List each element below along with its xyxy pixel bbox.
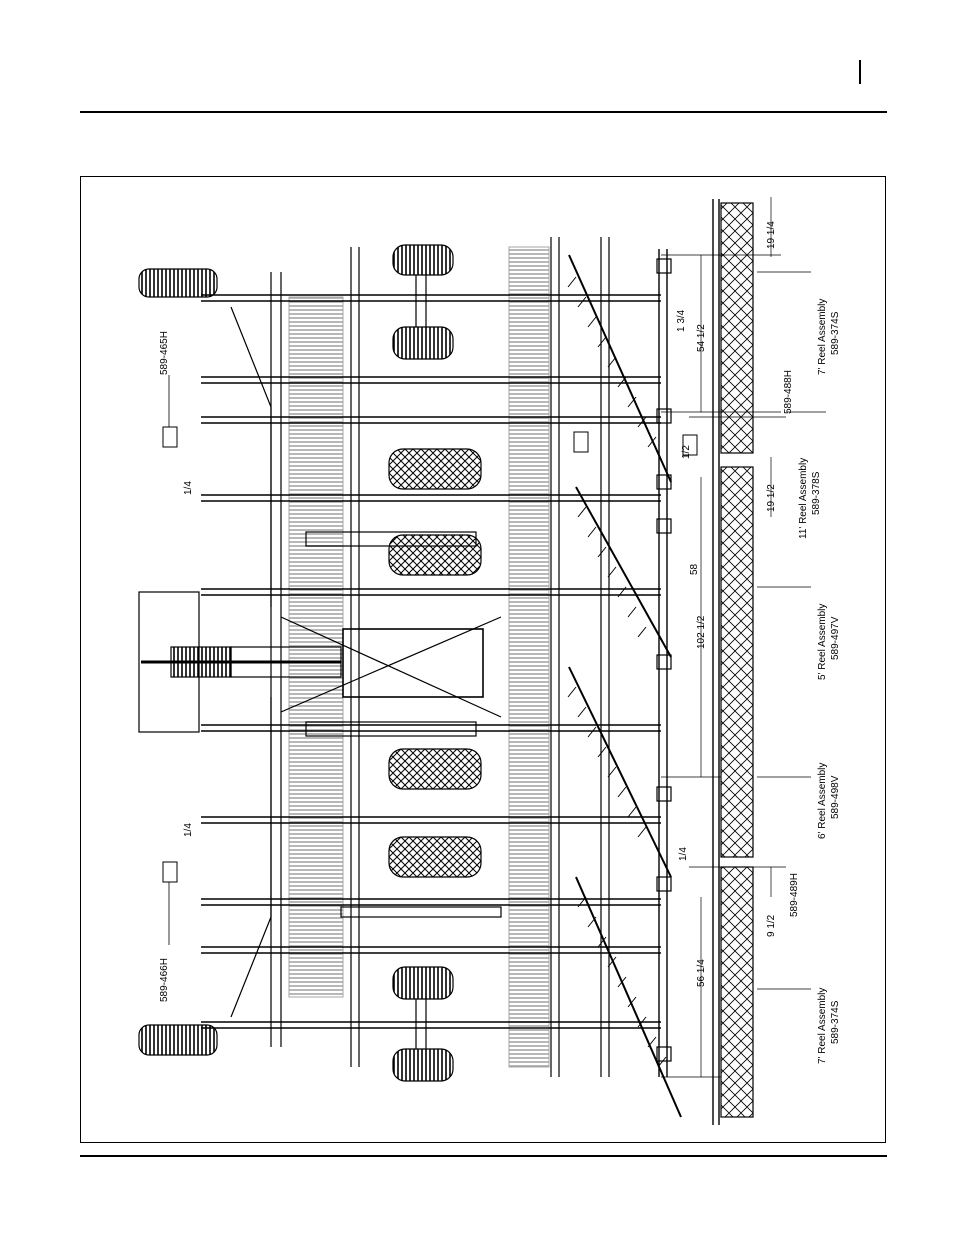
reel-label-5-title: 7' Reel Assembly xyxy=(817,988,828,1064)
part-589-488H: 589-488H xyxy=(783,370,794,414)
implement-drawing: 7' Reel Assembly 589-374S 11' Reel Assem… xyxy=(81,177,885,1142)
part-589-489H: 589-489H xyxy=(789,873,800,917)
dimension-labels: 19 1/4 1 3/4 54 1/2 1/2 19 1/2 58 102 1/… xyxy=(183,221,777,987)
header-rule xyxy=(80,111,887,113)
reel-label-5-part: 589-374S xyxy=(830,1000,841,1044)
header-tick xyxy=(859,60,861,84)
dim-9-1-2: 9 1/2 xyxy=(766,914,777,937)
dim-1-2: 1/2 xyxy=(681,445,692,459)
dim-58: 58 xyxy=(689,563,700,575)
dim-19-1-2: 19 1/2 xyxy=(766,484,777,512)
figure-frame: 7' Reel Assembly 589-374S 11' Reel Assem… xyxy=(80,176,886,1143)
reel-label-1-part: 589-374S xyxy=(830,311,841,355)
reel-labels: 7' Reel Assembly 589-374S 11' Reel Assem… xyxy=(798,299,841,1064)
harrow-tines xyxy=(568,277,666,1067)
dim-1-3-4: 1 3/4 xyxy=(676,309,687,332)
reel-label-3-part: 589-497V xyxy=(830,616,841,660)
part-number-labels: 589-465H 589-466H 589-488H 589-489H xyxy=(159,331,800,1002)
part-589-465H: 589-465H xyxy=(159,331,170,375)
dim-1-4-left-top: 1/4 xyxy=(183,481,194,495)
reel-label-4-title: 6' Reel Assembly xyxy=(817,763,828,839)
reel-label-4-part: 589-498V xyxy=(830,775,841,819)
dim-19-1-4-top: 19 1/4 xyxy=(766,221,777,249)
reel-label-2-part: 589-378S xyxy=(811,471,822,515)
frame-structure xyxy=(139,237,661,1077)
dim-54-1-2: 54 1/2 xyxy=(696,324,707,352)
part-589-466H: 589-466H xyxy=(159,958,170,1002)
dim-102-1-2: 102 1/2 xyxy=(696,615,707,649)
reel-label-2-title: 11' Reel Assembly xyxy=(798,458,809,539)
dim-1-4-left-bottom: 1/4 xyxy=(183,823,194,837)
footer-rule xyxy=(80,1155,887,1157)
dim-56-1-4: 56 1/4 xyxy=(696,959,707,987)
dim-1-4-right: 1/4 xyxy=(678,847,689,861)
reel-label-3-title: 5' Reel Assembly xyxy=(817,604,828,680)
reel-label-1-title: 7' Reel Assembly xyxy=(817,299,828,375)
harrow-bars xyxy=(569,255,681,1117)
disc-gangs xyxy=(289,247,549,1067)
